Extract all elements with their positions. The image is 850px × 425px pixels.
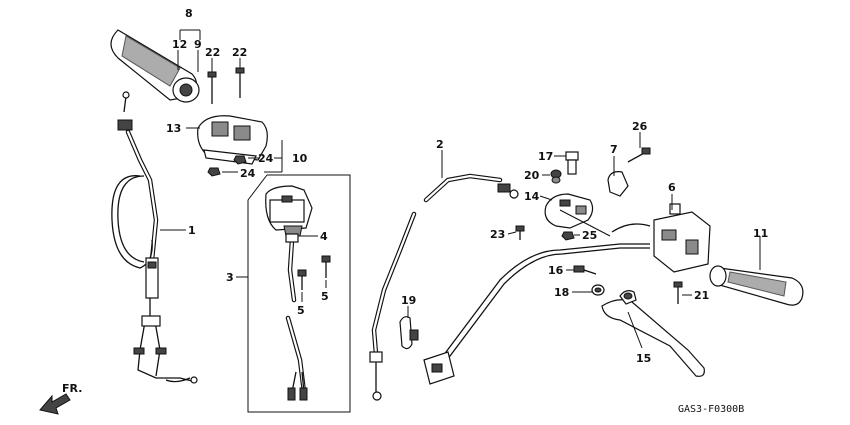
callout-25: 25: [582, 229, 597, 242]
front-direction-indicator: FR.: [39, 382, 82, 415]
callout-15: 15: [636, 352, 651, 365]
diagram-code: GAS3-F0300B: [678, 404, 744, 415]
screw-21: [673, 281, 683, 304]
callout-18: 18: [554, 286, 569, 299]
callout-21: 21: [694, 289, 709, 302]
callout-11: 11: [753, 227, 768, 240]
callout-14: 14: [524, 190, 540, 203]
screw-5b: [321, 255, 331, 278]
screw-26: [627, 147, 651, 163]
callout-5a: 5: [297, 304, 305, 317]
callout-10: 10: [292, 152, 308, 165]
nut-25: [561, 231, 575, 241]
callout-labels: 8 12 9 22 22 13 24 10 24 1 4 3 5 5 2 19 …: [166, 7, 768, 365]
right-grip: [709, 265, 804, 306]
switch-assembly-box: [247, 174, 351, 413]
callout-3: 3: [226, 271, 234, 284]
screw-22a: [207, 71, 217, 104]
direction-label: FR.: [62, 382, 82, 395]
callout-4: 4: [320, 230, 328, 243]
leader-lines: [160, 29, 761, 349]
throttle-grip: [110, 29, 200, 103]
nut-18: [591, 284, 605, 296]
nut-24b: [207, 167, 221, 177]
bolt-16: [573, 265, 597, 275]
right-switch-housing: [653, 203, 711, 273]
washer-20: [550, 169, 562, 184]
screw-22b: [235, 67, 245, 98]
callout-26: 26: [632, 120, 648, 133]
bolt-23: [515, 225, 525, 240]
holder-clamp-7: [607, 171, 629, 197]
callout-23: 23: [490, 228, 505, 241]
callout-7: 7: [610, 143, 618, 156]
callout-20: 20: [524, 169, 540, 182]
callout-24b: 24: [240, 167, 256, 180]
callout-19: 19: [401, 294, 416, 307]
switch-wiring: [285, 233, 308, 401]
callout-2: 2: [436, 138, 444, 151]
callout-22b: 22: [232, 46, 247, 59]
callout-6: 6: [668, 181, 676, 194]
callout-5b: 5: [321, 290, 329, 303]
callout-13: 13: [166, 122, 181, 135]
throttle-housing: [197, 115, 268, 165]
clutch-lever: [601, 290, 705, 377]
nut-24a: [233, 155, 247, 165]
clutch-cable: [369, 173, 519, 401]
throttle-cable: [111, 91, 198, 384]
callout-8: 8: [185, 7, 193, 20]
callout-12: 12: [172, 38, 187, 51]
left-switch-housing: [265, 185, 313, 237]
front-arrow-icon: [39, 393, 71, 415]
right-switch-harness: [423, 223, 651, 385]
lever-bracket: [544, 193, 594, 229]
callout-24a: 24: [258, 152, 274, 165]
callout-1: 1: [188, 224, 196, 237]
screw-5a: [297, 269, 307, 290]
callout-16: 16: [548, 264, 564, 277]
cable-clip: [399, 316, 419, 350]
callout-17: 17: [538, 150, 553, 163]
bolt-17: [565, 151, 579, 175]
callout-22a: 22: [205, 46, 220, 59]
callout-9: 9: [194, 38, 202, 51]
